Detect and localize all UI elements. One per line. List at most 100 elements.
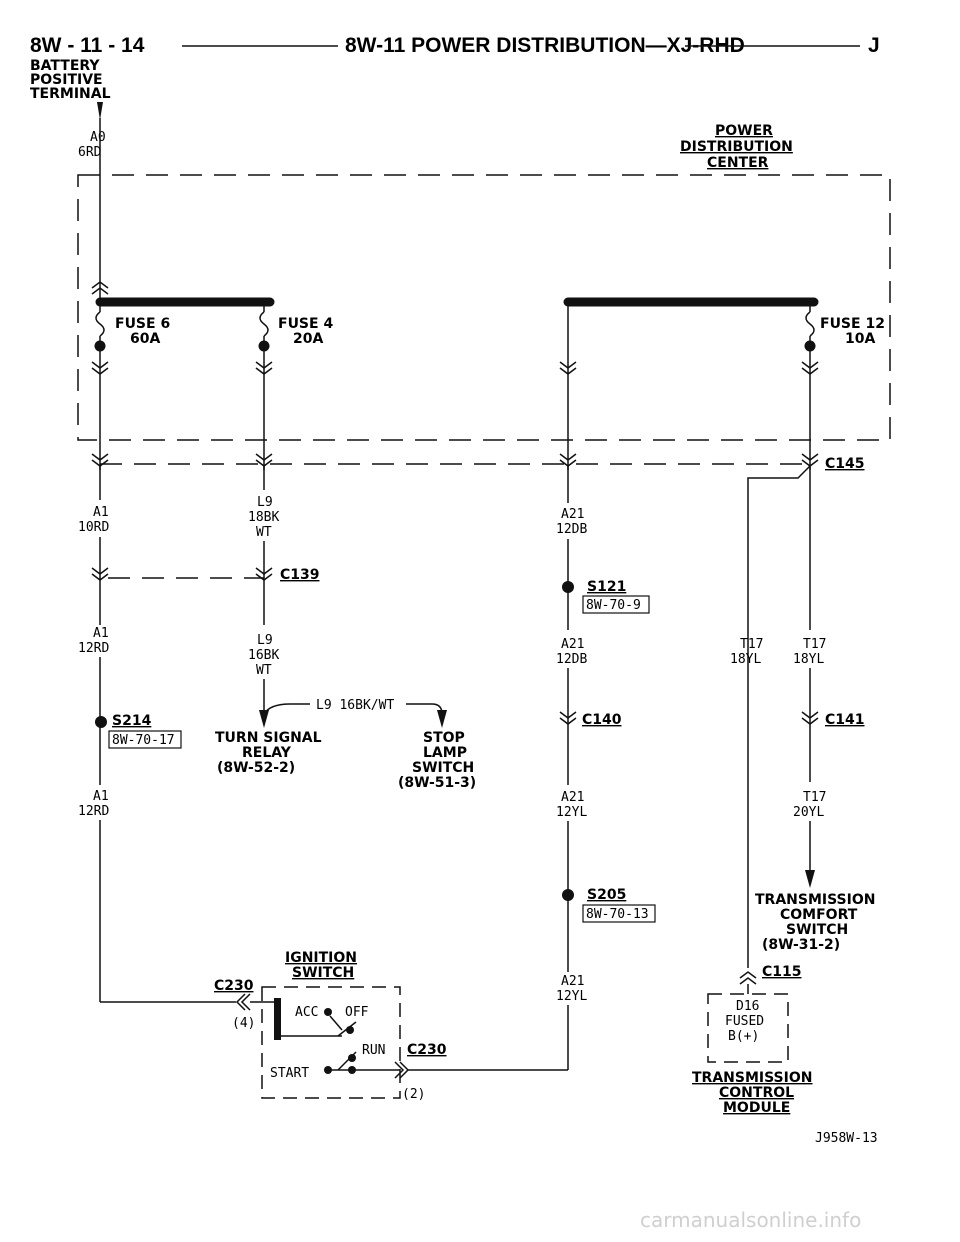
- svg-text:T17: T17: [740, 637, 763, 652]
- svg-text:DISTRIBUTION: DISTRIBUTION: [680, 139, 793, 155]
- t17-left-wire: [747, 465, 811, 968]
- splice-s205-id: S205: [587, 887, 626, 903]
- svg-text:A21: A21: [561, 637, 584, 652]
- svg-text:SWITCH: SWITCH: [292, 965, 354, 981]
- svg-text:10RD: 10RD: [78, 520, 109, 535]
- svg-text:12RD: 12RD: [78, 641, 109, 656]
- wire-label-a21-mid: A21 12DB: [556, 637, 587, 667]
- svg-text:TURN SIGNAL: TURN SIGNAL: [215, 730, 322, 746]
- svg-text:D16: D16: [736, 999, 759, 1014]
- wire-label-a21-top: A21 12DB: [556, 507, 587, 537]
- c230-left-connector-icon: [235, 993, 251, 1011]
- fuse-12-rating: 10A: [845, 331, 875, 347]
- svg-text:A21: A21: [561, 790, 584, 805]
- svg-text:WT: WT: [256, 525, 272, 540]
- connector-c115: C115: [762, 964, 802, 980]
- page-title: 8W-11 POWER DISTRIBUTION—XJ-RHD: [345, 34, 745, 57]
- svg-text:POSITIVE: POSITIVE: [30, 72, 103, 88]
- svg-text:L9: L9: [257, 495, 273, 510]
- wire-label-a21-bot: A21 12YL: [556, 974, 587, 1004]
- svg-text:CENTER: CENTER: [707, 155, 769, 171]
- wire-label-l9-bot: L9 16BK WT: [248, 633, 279, 678]
- tcm-dashed-box: [707, 993, 789, 1063]
- svg-text:18YL: 18YL: [793, 652, 824, 667]
- splice-s214-ref: 8W-70-17: [112, 733, 175, 748]
- svg-text:STOP: STOP: [423, 730, 465, 746]
- connector-c140: C140: [582, 712, 622, 728]
- wire-label-a1-bot: A1 12RD: [78, 789, 109, 819]
- svg-text:SWITCH: SWITCH: [412, 760, 474, 776]
- svg-text:IGNITION: IGNITION: [285, 950, 357, 966]
- splice-s205-ref: 8W-70-13: [586, 907, 649, 922]
- pdc-title: POWER DISTRIBUTION CENTER: [680, 123, 793, 171]
- page-code: 8W - 11 - 14: [30, 34, 145, 57]
- fuse-6-rating: 60A: [130, 331, 160, 347]
- connector-c230-left: C230: [214, 978, 254, 994]
- tcs-arrow-icon: [805, 870, 815, 888]
- svg-text:6RD: 6RD: [78, 145, 102, 160]
- splice-s121-id: S121: [587, 579, 626, 595]
- wire-label-a1-mid: A1 12RD: [78, 626, 109, 656]
- svg-text:12YL: 12YL: [556, 989, 587, 1004]
- svg-text:T17: T17: [803, 790, 826, 805]
- ignition-switch-title: IGNITION SWITCH: [285, 950, 357, 981]
- transmission-control-module-label: TRANSMISSION CONTROL MODULE: [692, 1070, 812, 1116]
- stop-lamp-arrow-icon: [437, 710, 447, 728]
- svg-text:(8W-51-3): (8W-51-3): [398, 775, 476, 791]
- svg-text:BATTERY: BATTERY: [30, 58, 100, 74]
- svg-text:LAMP: LAMP: [423, 745, 467, 761]
- svg-text:TRANSMISSION: TRANSMISSION: [692, 1070, 812, 1086]
- splice-s214-dot: [95, 716, 107, 728]
- svg-text:18YL: 18YL: [730, 652, 761, 667]
- svg-text:(8W-31-2): (8W-31-2): [762, 937, 840, 953]
- ignition-switch-box: [261, 986, 401, 1099]
- connector-c141: C141: [825, 712, 865, 728]
- svg-text:A21: A21: [561, 507, 584, 522]
- connector-c230-right: C230: [407, 1042, 447, 1058]
- svg-text:20YL: 20YL: [793, 805, 824, 820]
- edition-letter: J: [868, 34, 880, 57]
- wire-label-a1-top: A1 10RD: [78, 505, 109, 535]
- c230-right-connector-icon: [394, 1061, 410, 1079]
- svg-text:WT: WT: [256, 663, 272, 678]
- fuse-4-rating: 20A: [293, 331, 323, 347]
- fuse-4-name: FUSE 4: [278, 316, 333, 332]
- svg-text:RELAY: RELAY: [242, 745, 292, 761]
- turn-signal-relay-label: TURN SIGNAL RELAY (8W-52-2): [215, 730, 322, 776]
- pdc-dashed-border: [77, 174, 891, 441]
- wire-label-a21-low: A21 12YL: [556, 790, 587, 820]
- svg-text:A1: A1: [93, 626, 109, 641]
- transmission-comfort-switch-label: TRANSMISSION COMFORT SWITCH (8W-31-2): [755, 892, 875, 953]
- ignition-off-label: OFF: [345, 1005, 369, 1020]
- wire-label-a0: A0 6RD: [78, 130, 106, 160]
- pdc-connector-in-icon: [91, 281, 109, 295]
- c230-right-pin: (2): [402, 1087, 425, 1102]
- battery-arrow-icon: [97, 102, 103, 120]
- ignition-run-label: RUN: [362, 1043, 385, 1058]
- fuse-12-symbol-icon: [805, 311, 815, 337]
- svg-text:POWER: POWER: [715, 123, 773, 139]
- wire-label-t17-right: T17 18YL: [793, 637, 826, 667]
- connector-c145: C145: [825, 456, 865, 472]
- svg-text:12DB: 12DB: [556, 652, 587, 667]
- connector-c139: C139: [280, 567, 320, 583]
- wire-label-l9-top: L9 18BK WT: [248, 495, 279, 540]
- svg-text:A21: A21: [561, 974, 584, 989]
- svg-text:16BK: 16BK: [248, 648, 279, 663]
- stop-lamp-switch-label: STOP LAMP SWITCH (8W-51-3): [398, 730, 476, 791]
- wire-label-d16: D16 FUSED B(+): [725, 999, 764, 1044]
- splice-s121-dot: [562, 581, 574, 593]
- svg-text:12DB: 12DB: [556, 522, 587, 537]
- svg-text:MODULE: MODULE: [723, 1100, 790, 1116]
- svg-text:TERMINAL: TERMINAL: [30, 86, 111, 102]
- svg-text:L9: L9: [257, 633, 273, 648]
- wire-label-t17-left: T17 18YL: [730, 637, 763, 667]
- turn-signal-arrow-icon: [259, 710, 269, 728]
- svg-text:12YL: 12YL: [556, 805, 587, 820]
- splice-s121-ref: 8W-70-9: [586, 598, 641, 613]
- watermark: carmanualsonline.info: [640, 1208, 861, 1232]
- svg-text:FUSED: FUSED: [725, 1014, 764, 1029]
- fuse-6-name: FUSE 6: [115, 316, 170, 332]
- ignition-start-label: START: [270, 1066, 309, 1081]
